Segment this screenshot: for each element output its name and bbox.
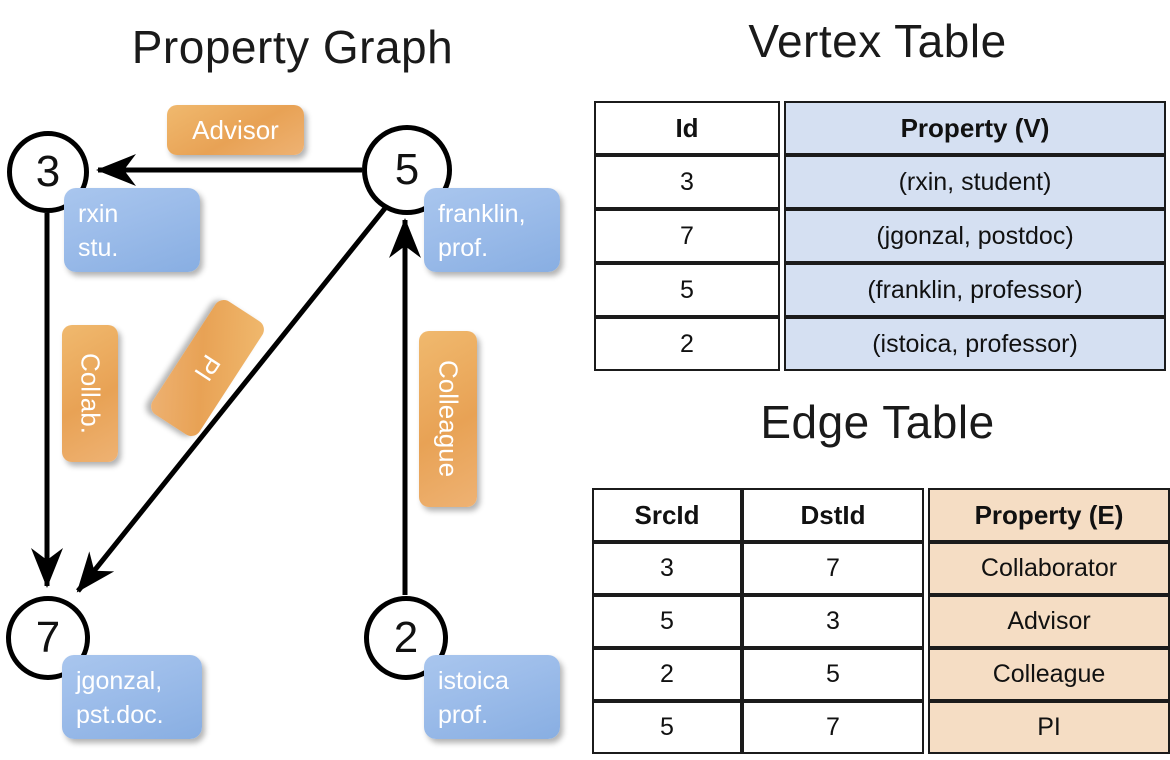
vertex-property-box-7-line1: jgonzal,: [76, 667, 163, 695]
edge-table-title: Edge Table: [760, 396, 995, 448]
vertex-property-box-5[interactable]: franklin, prof.: [424, 188, 560, 272]
vertex-header-id: Id: [594, 101, 780, 155]
edge-cell-property: PI: [928, 701, 1170, 754]
vertex-table-title: Vertex Table: [748, 15, 1007, 67]
edge-table-panel: Edge Table SrcId DstId Property (E) 3 7 …: [585, 390, 1170, 760]
vertex-property-box-2-line2: prof.: [438, 700, 489, 729]
table-row[interactable]: 5 3 Advisor: [592, 595, 1170, 648]
graph-node-2-label: 2: [393, 613, 419, 662]
edge-label-colleague[interactable]: Colleague: [419, 331, 477, 507]
edge-cell-dstid: 5: [742, 648, 924, 701]
table-row[interactable]: 3 7 Collaborator: [592, 542, 1170, 595]
edge-cell-dstid: 3: [742, 595, 924, 648]
edge-cell-srcid: 5: [592, 595, 742, 648]
vertex-cell-id: 3: [594, 155, 780, 209]
vertex-cell-id: 5: [594, 263, 780, 317]
edge-cell-srcid: 2: [592, 648, 742, 701]
edge-label-advisor[interactable]: Advisor: [167, 105, 304, 155]
vertex-cell-property: (rxin, student): [784, 155, 1166, 209]
edge-header-dstid: DstId: [742, 488, 924, 542]
graph-node-3-label: 3: [35, 147, 61, 196]
vertex-property-box-2[interactable]: istoica prof.: [424, 655, 560, 739]
property-graph-panel: Property Graph 3 5 7 2 rxin stu. frankli…: [6, 21, 560, 739]
table-row[interactable]: 2 5 Colleague: [592, 648, 1170, 701]
edge-label-collab[interactable]: Collab.: [62, 325, 118, 462]
table-row[interactable]: 2 (istoica, professor): [594, 317, 1166, 371]
table-header-row: SrcId DstId Property (E): [592, 488, 1170, 542]
vertex-property-box-7[interactable]: jgonzal, pst.doc.: [62, 655, 202, 739]
vertex-property-box-5-line2: prof.: [438, 233, 489, 262]
vertex-property-box-7-line2: pst.doc.: [76, 700, 164, 729]
edge-label-collab-text: Collab.: [75, 353, 106, 434]
edge-cell-srcid: 5: [592, 701, 742, 754]
vertex-cell-property: (franklin, professor): [784, 263, 1166, 317]
edge-label-advisor-text: Advisor: [192, 114, 279, 145]
edge-table: SrcId DstId Property (E) 3 7 Collaborato…: [592, 488, 1170, 754]
graph-node-5-label: 5: [394, 145, 420, 194]
table-row[interactable]: 7 (jgonzal, postdoc): [594, 209, 1166, 263]
vertex-cell-id: 2: [594, 317, 780, 371]
vertex-property-box-2-line1: istoica: [438, 667, 509, 695]
graph-node-7-label: 7: [35, 613, 61, 662]
vertex-property-box-3[interactable]: rxin stu.: [64, 188, 200, 272]
table-row[interactable]: 3 (rxin, student): [594, 155, 1166, 209]
edge-label-pi-text: PI: [188, 349, 228, 387]
edge-cell-dstid: 7: [742, 542, 924, 595]
vertex-table: Id Property (V) 3 (rxin, student) 7 (jgo…: [594, 101, 1166, 371]
table-row[interactable]: 5 (franklin, professor): [594, 263, 1166, 317]
vertex-cell-property: (istoica, professor): [784, 317, 1166, 371]
vertex-table-panel: Vertex Table Id Property (V) 3 (rxin, st…: [585, 0, 1170, 390]
graph-edges-svg: [31, 154, 421, 595]
vertex-property-box-5-line1: franklin,: [438, 200, 526, 228]
edge-label-colleague-text: Colleague: [433, 360, 464, 478]
graph-node-2[interactable]: 2: [364, 596, 448, 680]
edge-cell-srcid: 3: [592, 542, 742, 595]
edge-cell-dstid: 7: [742, 701, 924, 754]
table-header-row: Id Property (V): [594, 101, 1166, 155]
vertex-property-box-3-line1: rxin: [78, 200, 119, 228]
vertex-property-box-3-line2: stu.: [78, 233, 119, 262]
edge-cell-property: Collaborator: [928, 542, 1170, 595]
edge-cell-property: Colleague: [928, 648, 1170, 701]
edge-cell-property: Advisor: [928, 595, 1170, 648]
graph-title: Property Graph: [131, 21, 454, 73]
edge-5-to-7: [76, 205, 388, 593]
edge-header-srcid: SrcId: [592, 488, 742, 542]
vertex-header-property: Property (V): [784, 101, 1166, 155]
table-row[interactable]: 5 7 PI: [592, 701, 1170, 754]
vertex-cell-property: (jgonzal, postdoc): [784, 209, 1166, 263]
edge-header-property: Property (E): [928, 488, 1170, 542]
vertex-cell-id: 7: [594, 209, 780, 263]
graph-node-5[interactable]: 5: [362, 125, 452, 215]
